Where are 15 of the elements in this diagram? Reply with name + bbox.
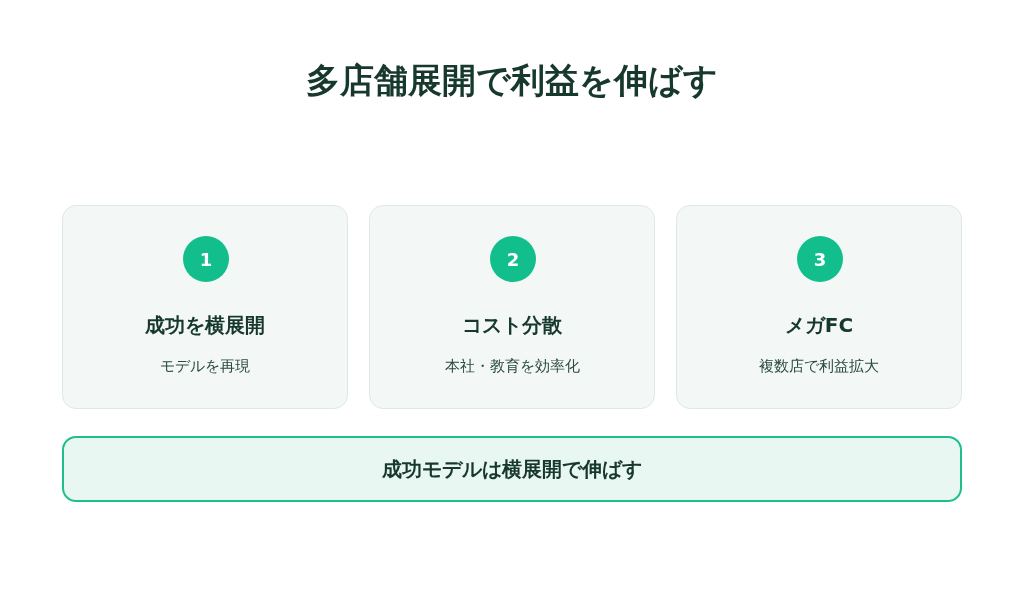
card-description: 本社・教育を効率化 [443, 357, 581, 376]
card-heading: 成功を横展開 [144, 312, 266, 339]
number-badge: 3 [797, 236, 843, 282]
card [676, 205, 962, 409]
card [369, 205, 655, 409]
summary-text: 成功モデルは横展開で伸ばす [382, 455, 642, 483]
number-badge: 1 [183, 236, 229, 282]
card-description: 複数店で利益拡大 [758, 357, 880, 376]
card-description: モデルを再現 [159, 357, 251, 376]
card-heading: コスト分散 [461, 312, 563, 339]
card-heading: メガFC [783, 312, 855, 339]
card [62, 205, 348, 409]
title: 多店舗展開で利益を伸ばす [305, 59, 719, 102]
summary-banner [62, 436, 962, 502]
number-badge: 2 [490, 236, 536, 282]
